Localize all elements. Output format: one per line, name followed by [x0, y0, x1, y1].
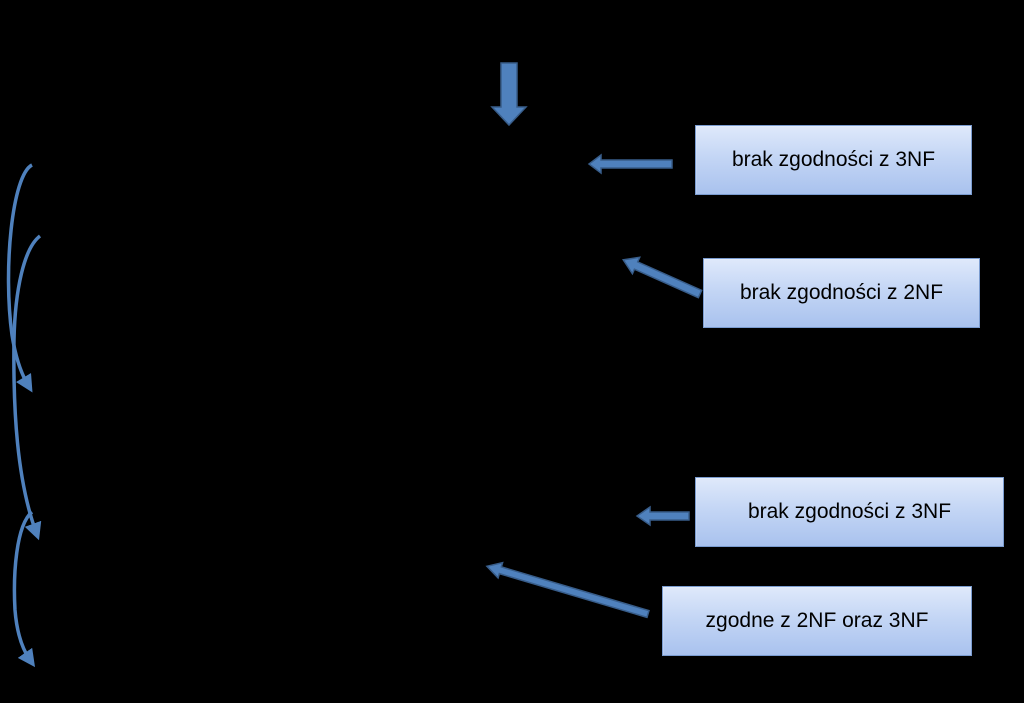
label-box-1-text: brak zgodności z 3NF [731, 148, 936, 171]
label-box-3-text: brak zgodności z 3NF [747, 500, 952, 523]
curved-connector-3 [12, 510, 36, 668]
label-box-3: brak zgodności z 3NF [695, 477, 1004, 547]
curved-connector-2 [12, 234, 42, 541]
label-box-4: zgodne z 2NF oraz 3NF [662, 586, 972, 656]
left-arrow-icon-1 [587, 153, 673, 175]
label-box-4-text: zgodne z 2NF oraz 3NF [705, 609, 929, 632]
down-arrow-icon [490, 62, 528, 127]
label-box-1: brak zgodności z 3NF [695, 125, 972, 195]
diagonal-arrow-icon-1 [621, 256, 703, 299]
label-box-2: brak zgodności z 2NF [703, 258, 980, 328]
diagonal-arrow-icon-2 [485, 561, 650, 619]
label-box-2-text: brak zgodności z 2NF [739, 281, 944, 304]
left-arrow-icon-2 [635, 505, 690, 527]
curved-connector-1 [6, 163, 34, 393]
